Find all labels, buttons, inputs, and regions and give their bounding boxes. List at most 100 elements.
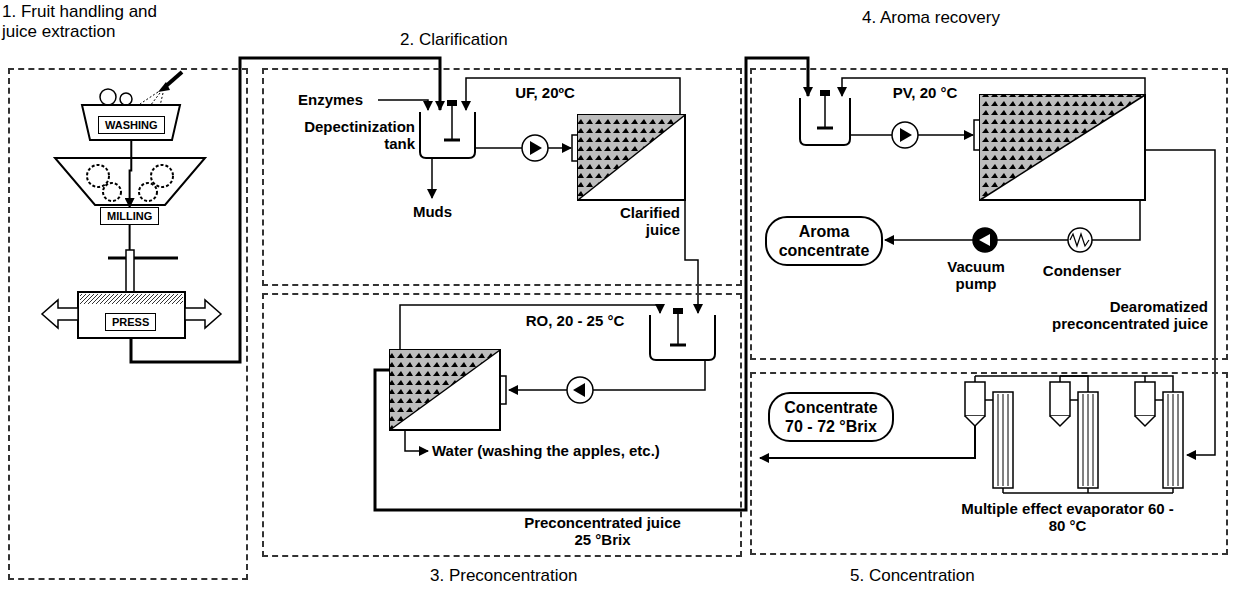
illustration-part bbox=[166, 72, 182, 86]
illustration-part bbox=[593, 360, 705, 390]
illustration-part bbox=[444, 139, 460, 142]
text-label: Vacuum pump bbox=[940, 258, 1012, 292]
text-label: Preconcentrated juice 25 °Brix bbox=[515, 514, 690, 548]
illustration-part bbox=[390, 350, 500, 430]
illustration-part bbox=[980, 95, 1145, 200]
rounded-box: Concentrate 70 - 72 °Brix bbox=[768, 392, 894, 442]
illustration-part bbox=[975, 376, 1088, 392]
illustration-part bbox=[87, 165, 173, 201]
illustration-part bbox=[400, 305, 660, 350]
process-box: PRESS bbox=[105, 313, 156, 331]
illustration-part bbox=[466, 78, 680, 115]
section-heading: 3. Preconcentration bbox=[430, 566, 650, 586]
process-box: MILLING bbox=[100, 207, 159, 225]
section-heading: 1. Fruit handling and juice extraction bbox=[2, 2, 192, 42]
illustration-part bbox=[378, 100, 428, 110]
illustration-part bbox=[1003, 492, 1173, 494]
illustration-part bbox=[120, 93, 132, 105]
illustration-part bbox=[567, 377, 593, 403]
illustration-part bbox=[522, 135, 548, 161]
illustration-part bbox=[509, 389, 567, 391]
illustration-part bbox=[55, 158, 205, 205]
text-label: Multiple effect evaporator 60 - 80 °C bbox=[960, 500, 1175, 534]
section-heading: 4. Aroma recovery bbox=[862, 8, 1082, 28]
illustration-part bbox=[82, 105, 180, 140]
section-region: 1. Fruit handling and juice extractionWA… bbox=[8, 68, 248, 580]
illustration-part bbox=[885, 239, 973, 241]
illustration-part bbox=[980, 95, 1145, 200]
illustration-part bbox=[431, 158, 433, 198]
illustration-part bbox=[42, 300, 78, 328]
illustration-part bbox=[405, 430, 428, 451]
section-heading: 2. Clarification bbox=[400, 30, 600, 50]
illustration-part bbox=[1060, 376, 1173, 392]
box-label: WASHING bbox=[105, 119, 158, 131]
box-label: MILLING bbox=[107, 210, 152, 222]
illustration-part bbox=[980, 95, 1145, 200]
illustration-part bbox=[108, 257, 178, 260]
illustration-part bbox=[140, 92, 158, 104]
illustration-part bbox=[185, 300, 221, 328]
text-label: Dearomatized preconcentrated juice bbox=[1010, 298, 1208, 332]
illustration-part bbox=[824, 96, 826, 128]
illustration-part bbox=[100, 89, 116, 105]
illustration-part bbox=[578, 115, 685, 200]
illustration-part bbox=[573, 383, 585, 397]
text-label: RO, 20 - 25 °C bbox=[505, 312, 645, 329]
illustration-part bbox=[103, 183, 121, 201]
text-label: Water (washing the apples, etc.) bbox=[432, 442, 722, 459]
illustration-part bbox=[685, 200, 698, 313]
illustration-part bbox=[1050, 376, 1098, 493]
illustration-part bbox=[578, 115, 685, 200]
box-label: Aroma concentrate bbox=[775, 222, 873, 260]
illustration-part bbox=[390, 350, 500, 430]
illustration-part bbox=[451, 106, 453, 140]
illustration-part bbox=[578, 115, 685, 200]
illustration-part bbox=[979, 234, 990, 246]
illustration-part bbox=[997, 239, 1068, 241]
illustration-part bbox=[980, 95, 1145, 200]
illustration-part bbox=[420, 112, 475, 158]
illustration-part bbox=[78, 292, 185, 338]
section-region: 5. ConcentrationConcentrate 70 - 72 °Bri… bbox=[750, 372, 1228, 555]
text-label: Condenser bbox=[1038, 262, 1126, 279]
illustration-part bbox=[131, 58, 440, 362]
illustration-part bbox=[151, 165, 173, 187]
illustration-part bbox=[475, 147, 522, 149]
text-label: PV, 20 °C bbox=[880, 84, 970, 101]
illustration-part bbox=[892, 122, 918, 148]
illustration-part bbox=[80, 294, 183, 304]
illustration-part bbox=[1135, 376, 1183, 493]
text-label: Clarified juice bbox=[600, 204, 680, 238]
illustration-part bbox=[670, 344, 686, 347]
rounded-box: Aroma concentrate bbox=[765, 216, 883, 266]
illustration-part bbox=[140, 92, 163, 106]
illustration-part bbox=[673, 308, 683, 314]
illustration-part bbox=[842, 78, 1145, 96]
box-label: PRESS bbox=[112, 316, 149, 328]
illustration-part bbox=[578, 115, 685, 200]
illustration-part bbox=[158, 82, 170, 92]
illustration-part bbox=[973, 228, 997, 252]
illustration-part bbox=[548, 147, 571, 149]
illustration-part bbox=[375, 58, 808, 510]
box-text-group: Aroma concentrate bbox=[775, 222, 873, 260]
text-label: Enzymes bbox=[298, 91, 374, 108]
illustration-part bbox=[918, 134, 973, 136]
illustration-part bbox=[820, 90, 830, 96]
illustration-part bbox=[87, 165, 109, 187]
section-heading: 5. Concentration bbox=[850, 566, 1050, 586]
illustration-part bbox=[900, 128, 912, 142]
illustration-part bbox=[390, 350, 500, 430]
illustration-part bbox=[817, 127, 833, 130]
illustration-part bbox=[530, 141, 542, 155]
illustration-part bbox=[650, 315, 715, 360]
box-text-group: Concentrate 70 - 72 °Brix bbox=[778, 398, 884, 436]
illustration-part bbox=[1070, 234, 1089, 246]
illustration-part bbox=[390, 350, 500, 430]
text-label: Muds bbox=[405, 203, 460, 220]
illustration-part bbox=[126, 250, 134, 292]
illustration-part bbox=[1068, 228, 1092, 252]
illustration-part bbox=[447, 100, 457, 106]
